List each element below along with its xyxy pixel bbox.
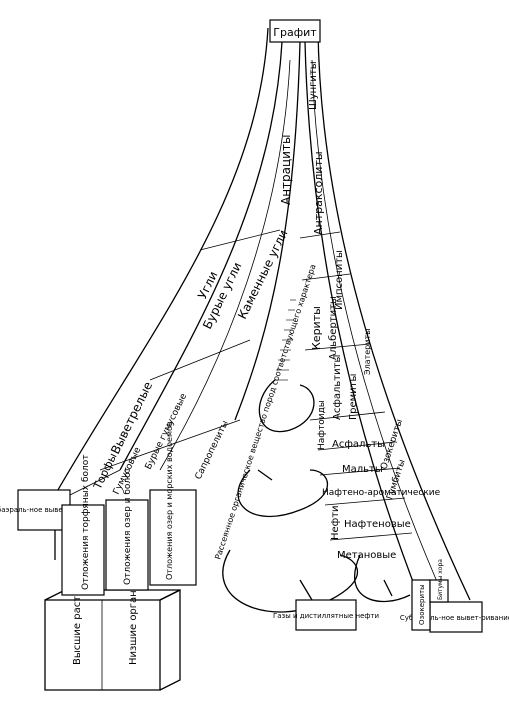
bitumens-box bbox=[429, 579, 449, 603]
shungites-label: Шунгиты bbox=[308, 61, 319, 110]
swirl-loop-4 bbox=[354, 554, 411, 603]
naphthides-label: Нафтоиды bbox=[317, 400, 327, 450]
arrow-3 bbox=[383, 579, 393, 597]
band-line-3 bbox=[304, 343, 371, 351]
band-line-5 bbox=[317, 441, 396, 451]
subaerial-right-box bbox=[429, 601, 483, 633]
hatching-channel bbox=[274, 299, 296, 381]
gases-label: Газы и дистиллятные нефти bbox=[273, 612, 379, 620]
naphtho-aromatic-label: Нафтено-ароматические bbox=[322, 488, 441, 498]
naphthenic-label: Нафтеновые bbox=[344, 519, 411, 530]
asphalts-label: Асфальты bbox=[332, 439, 385, 450]
left-band-3 bbox=[149, 339, 251, 381]
lake-bog-column bbox=[105, 499, 149, 591]
band-line-1 bbox=[299, 231, 341, 239]
band-line-2 bbox=[301, 273, 351, 281]
band-line-7 bbox=[324, 497, 406, 506]
lake-bog-label: Отложения озер и болот bbox=[123, 467, 133, 585]
kerites-label: Кериты bbox=[310, 306, 323, 350]
elaterites-label: Элатериты bbox=[363, 329, 372, 375]
ozocerite-box bbox=[411, 579, 431, 631]
coal-fan-outline-inner bbox=[119, 41, 283, 471]
gases-box bbox=[295, 599, 357, 631]
anthraxolites-label: Антраксолиты bbox=[312, 151, 325, 235]
swirl-loop-1 bbox=[258, 379, 315, 433]
coal-fan-outline-mid bbox=[159, 59, 291, 471]
left-band-1 bbox=[99, 419, 241, 471]
impsonites-label: Импсониты bbox=[334, 250, 345, 310]
base-block-front bbox=[44, 599, 161, 691]
coal-fan-outline-core bbox=[234, 41, 301, 421]
oils-label: Нефти bbox=[330, 505, 341, 540]
arrow-1 bbox=[257, 469, 273, 481]
subaerial-right-label: Субаэраль-ное вывет-ривание bbox=[400, 614, 509, 622]
methane-label: Метановые bbox=[337, 550, 396, 561]
grahamites-label: Гремиты bbox=[348, 374, 359, 420]
subaerial-left-box bbox=[17, 489, 71, 531]
peat-bog-label: Отложения торфяных болот bbox=[81, 454, 91, 590]
bitumen-fan-outline-outer bbox=[317, 27, 471, 601]
asphaltites-label: Асфальтиты bbox=[332, 355, 343, 420]
bitumen-fan-outline-inner bbox=[304, 41, 421, 601]
peat-bog-column bbox=[61, 504, 105, 596]
anthracites-label: Антрациты bbox=[279, 135, 293, 205]
arrow-2 bbox=[299, 579, 313, 601]
lower-organisms-label: Низшие организмы bbox=[128, 563, 139, 665]
albertites-label: Альбертиты bbox=[328, 296, 339, 360]
graphite-box bbox=[269, 19, 321, 43]
base-block-side bbox=[159, 588, 181, 691]
left-band-4 bbox=[199, 229, 281, 251]
band-line-6 bbox=[319, 467, 401, 476]
ozocerite-box-label: Озокериты bbox=[418, 584, 426, 625]
left-band-2 bbox=[69, 469, 121, 496]
sea-basins-column bbox=[149, 489, 197, 586]
swirl-loop-2 bbox=[237, 469, 329, 518]
band-line-4 bbox=[309, 411, 386, 421]
hard-coals-label: Каменные угли bbox=[235, 228, 290, 322]
graphite-label: Графит bbox=[273, 26, 317, 39]
bitumen-fan-outline-mid bbox=[311, 59, 446, 601]
bitumens-box-label: Битумы хора bbox=[437, 559, 444, 600]
band-line-8 bbox=[329, 532, 413, 541]
sea-basins-label: Отложения озер и морских водоемов bbox=[165, 421, 174, 580]
subaerial-left-label: Субаэраль-ное вывет-ривание bbox=[0, 506, 100, 514]
sapropelites-label: Сапропелиты bbox=[194, 419, 231, 481]
maltas-label: Мальты bbox=[342, 464, 383, 475]
higher-plants-label: Высшие растения bbox=[72, 571, 83, 665]
coal-fan-outline-outer bbox=[54, 27, 269, 560]
